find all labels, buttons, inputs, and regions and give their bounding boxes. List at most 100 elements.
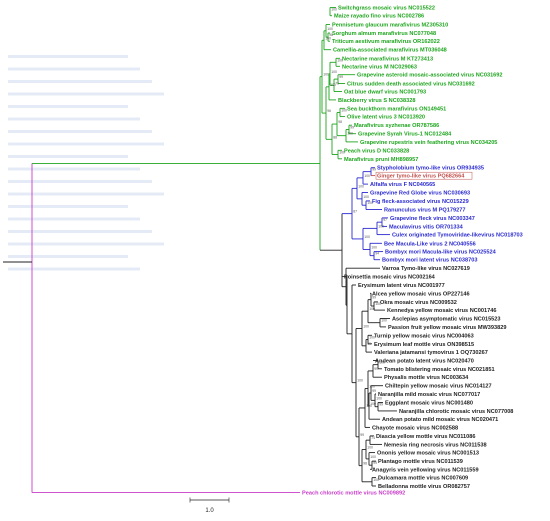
scale-bar-label: 1.0 [205,508,214,514]
bootstrap-value: 99 [372,296,376,300]
faded-background-line [8,217,140,221]
taxon-label: Bombyx mori Macula-like virus NC025524 [385,250,497,256]
faded-background-line [8,130,152,133]
taxon-label: Naranjilla chlorotic mosaic virus NC0770… [399,409,513,415]
taxon-label: Poinsettia mosaic virus NC002164 [344,275,436,281]
taxon-label: Ginger tymo-like virus PQ682664 [377,174,465,180]
bootstrap-value: 99 [374,367,378,371]
tree-branches [3,7,397,494]
bootstrap-value: 100 [369,307,375,311]
taxon-label: Grapevine Syrah Virus-1 NC012484 [358,132,452,138]
bootstrap-value: 99 [360,433,364,437]
taxon-label: Maize rayado fino virus NC002786 [334,14,424,20]
bootstrap-value: 100 [331,70,337,74]
taxon-label: Sea buckthorn marafivirus ON149451 [347,106,446,112]
bootstrap-value: 99 [372,389,376,393]
bootstrap-value: 100 [371,245,377,249]
taxon-label: Okra mosaic virus NC009532 [380,300,457,306]
bootstrap-value: 100 [373,478,379,482]
faded-background-line [8,92,164,96]
bootstrap-value: 98 [329,33,333,37]
faded-background-line [8,80,152,83]
bootstrap-value: 100 [370,402,376,406]
taxon-label: Diascia yellow mottle virus NC011086 [376,434,476,440]
bootstrap-value: 96 [327,109,331,113]
bootstrap-value: 100 [327,27,333,31]
taxon-label: Alcea yellow mosaic virus OP227146 [372,291,470,297]
bootstrap-value: 87 [353,210,357,214]
bootstrap-value: 100 [364,174,370,178]
taxon-label: Camellia-associated marafivirus MT036048 [333,48,447,54]
faded-background-line [8,55,128,58]
taxon-label: Chayote mosaic virus NC002588 [372,425,458,431]
bootstrap-value: 100 [370,455,376,459]
bootstrap-value: 100 [367,446,373,450]
taxon-label: Physalis mottle virus NC003634 [384,375,469,381]
faded-background-line [8,105,128,108]
taxon-label: Nemesia ring necrosis virus NC011538 [384,442,487,448]
taxon-label: Turnip yellow mosaic virus NC004063 [374,333,474,339]
taxon-label: Switchgrass mosaic virus NC015522 [338,6,435,12]
taxon-label: Kennedya yellow mosaic virus NC001746 [387,308,496,314]
faded-background-line [8,192,164,196]
bootstrap-value: 100 [379,361,385,365]
bootstrap-value: 97 [383,218,387,222]
taxon-label: Culex originated Tymoviridae-likevirus N… [392,233,523,239]
bootstrap-value: 98 [363,462,367,466]
taxon-label: Ononis yellow mosaic virus NC001513 [377,451,479,457]
taxon-label: Nectarine marafivirus M KT273413 [342,56,433,62]
bootstrap-value: 99 [367,342,371,346]
bootstrap-value: 100 [323,73,329,77]
faded-background-line [8,117,140,121]
bootstrap-value: 100 [369,336,375,340]
faded-background-line [8,142,164,146]
highlight-box [375,171,473,180]
taxon-label: Nectarine virus M NC029063 [342,64,417,70]
taxon-label: Blackberry virus S NC038328 [338,98,415,104]
bootstrap-value: 94 [375,252,379,256]
bootstrap-value: 100 [339,151,345,155]
taxon-label: Marafivirus pruni MH898957 [344,157,418,163]
bootstrap-value: 74 [371,436,375,440]
taxon-label: Bombyx mori latent virus NC038703 [382,258,477,264]
taxon-label: Marafivirus syzhenae OR787586 [354,123,439,129]
bootstrap-value: 100 [378,224,384,228]
bootstrap-value: 100 [376,396,382,400]
bootstrap-value: 76 [335,81,339,85]
taxon-label: Maculavirus vitis OR701334 [389,224,464,230]
bootstrap-value: 99 [339,75,343,79]
faded-background-line [8,230,152,233]
taxon-label: Olive latent virus 3 NC013920 [347,115,425,121]
bootstrap-value: 100 [358,184,364,188]
bootstrap-value: 100 [363,325,369,329]
taxon-label: Peach virus D NC033828 [344,148,409,154]
taxon-label: Grapevine rupestris vein feathering viru… [360,140,497,146]
bootstrap-value: 98 [338,120,342,124]
bootstrap-value: 100 [330,83,336,87]
faded-background-line [8,155,128,158]
bootstrap-value: 99 [373,461,377,465]
bootstrap-value: 100 [366,404,372,408]
bootstrap-values: 1009810010010099761001001009910098100889… [323,8,387,482]
taxon-label: Triticum aestivum marafivirus OR162022 [332,39,440,45]
faded-background-labels [8,55,164,271]
faded-background-line [8,267,140,271]
taxon-label: Varroa Tymo-like virus NC027619 [382,266,470,272]
taxon-label: Andean potato latent virus NC020470 [375,359,474,365]
taxon-label: Naranjilla mild mosaic virus NC077017 [378,392,480,398]
taxon-label: Erysimum latent virus NC001977 [358,283,445,289]
taxon-label: Valeriana jatamansi tymovirus 1 OQ730267 [374,350,488,356]
taxon-label: Fig fleck-associated virus NC015229 [372,199,469,205]
taxon-label: Grapevine Red Globe virus NC030693 [370,191,470,197]
taxon-label: Passion fruit yellow mosaic virus MW3938… [388,325,506,331]
faded-background-line [8,167,140,171]
bootstrap-value: 100 [347,132,353,136]
bootstrap-value: 99 [350,125,354,129]
bootstrap-value: 100 [369,385,375,389]
bootstrap-value: 100 [375,302,381,306]
bootstrap-value: 100 [341,108,347,112]
faded-background-line [8,255,128,258]
taxon-label: Ranunculus virus M PQ179277 [384,208,465,214]
taxon-label: Alfalfa virus F NC040565 [370,182,435,188]
